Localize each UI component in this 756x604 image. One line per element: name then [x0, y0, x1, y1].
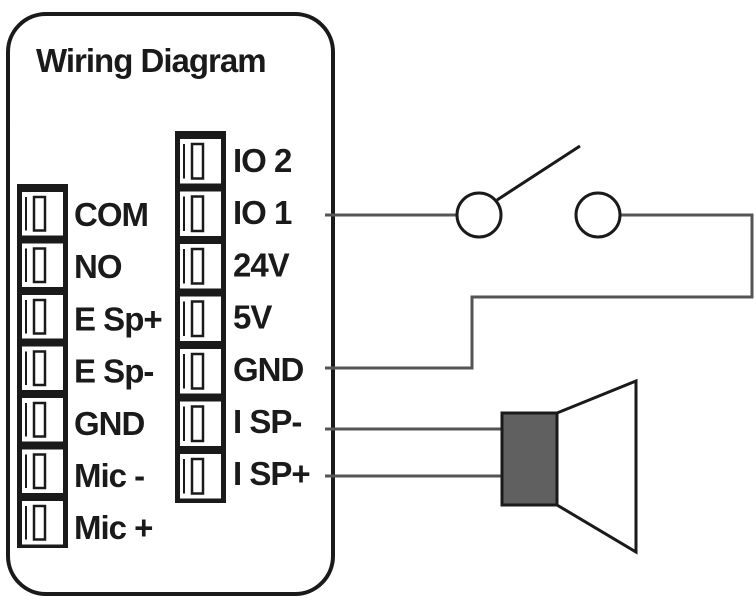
- left-label-mic-5: Mic -: [74, 457, 144, 494]
- left-label-e-sp-3: E Sp-: [74, 353, 153, 390]
- right-terminal-block: [175, 131, 226, 503]
- left-terminal-slot-4: [22, 398, 63, 442]
- left-terminal-slot-3: [22, 346, 63, 390]
- right-label-io-1-1: IO 1: [233, 194, 292, 231]
- left-label-e-sp-2: E Sp+: [74, 300, 162, 337]
- left-terminal-slot-6: [22, 501, 63, 545]
- left-terminal-slot-1: [22, 243, 63, 287]
- right-label-gnd-4: GND: [233, 351, 304, 388]
- right-terminal-slot-3: [180, 296, 221, 341]
- right-terminal-slot-4: [180, 349, 221, 394]
- wire-switch-to-gnd: [325, 213, 754, 370]
- left-label-no-1: NO: [74, 248, 122, 285]
- left-label-mic-6: Mic +: [74, 509, 152, 546]
- right-terminal-slot-0: [180, 139, 221, 184]
- right-terminal-slot-2: [180, 244, 221, 289]
- left-terminal-slot-5: [22, 449, 63, 493]
- right-label-i-sp-6: I SP+: [233, 455, 310, 492]
- right-label-5v-3: 5V: [233, 299, 272, 336]
- speaker-icon: [500, 378, 638, 555]
- left-terminal-slot-0: [22, 192, 63, 236]
- switch-icon: [455, 144, 622, 239]
- left-terminal-slot-2: [22, 295, 63, 339]
- right-terminal-slot-5: [180, 401, 221, 446]
- left-label-com-0: COM: [74, 196, 148, 233]
- left-terminal-block: [17, 184, 68, 548]
- right-label-io-2-0: IO 2: [233, 142, 292, 179]
- diagram-title: Wiring Diagram: [36, 42, 266, 79]
- right-label-i-sp-5: I SP-: [233, 403, 301, 440]
- right-label-24v-2: 24V: [233, 246, 290, 283]
- wires: [325, 213, 754, 478]
- left-label-gnd-4: GND: [74, 405, 145, 442]
- right-terminal-slot-1: [180, 191, 221, 236]
- device-outline: [6, 12, 335, 596]
- right-terminal-slot-6: [180, 454, 221, 499]
